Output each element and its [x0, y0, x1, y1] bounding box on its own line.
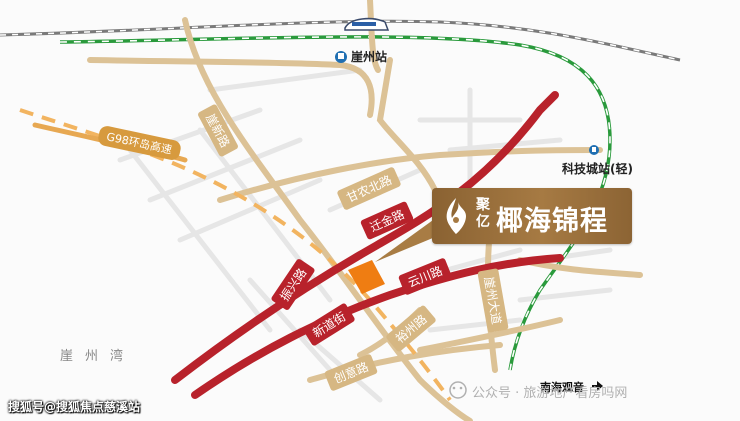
- watermark-left: 搜狐号@搜狐焦点慈溪站: [8, 400, 141, 414]
- station-label-yazhou: 崖州站: [351, 50, 388, 64]
- place-label-nanhai: 南海观音: [540, 381, 584, 394]
- brand-project-name: 椰海锦程: [496, 206, 608, 237]
- flame-logo-icon: [446, 198, 466, 234]
- place-label-bay: 崖州湾: [60, 349, 136, 364]
- wechat-icon: [449, 381, 467, 399]
- project-plot: [348, 260, 385, 294]
- station-icon: [589, 145, 599, 155]
- arrow-right-icon: [592, 381, 603, 391]
- brand-developer: 聚亿: [476, 197, 490, 230]
- station-icon: [335, 51, 347, 63]
- station-label-keji: 科技城站(轻): [562, 162, 633, 176]
- project-brand-card: 聚亿 椰海锦程: [432, 188, 632, 244]
- train-icon: [344, 17, 390, 31]
- watermark-right: 公众号 · 旅游地产看房吗网: [472, 386, 628, 401]
